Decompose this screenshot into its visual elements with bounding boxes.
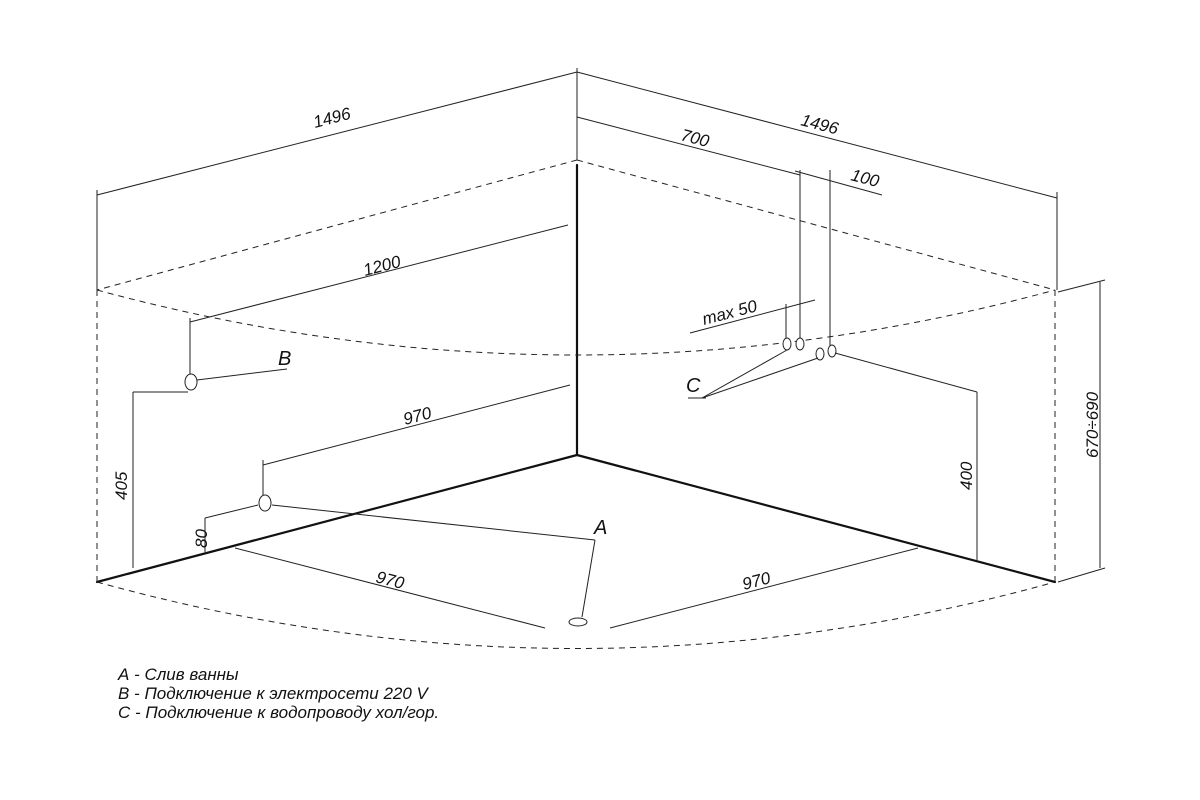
dim-label-1200: 1200 bbox=[361, 252, 403, 280]
electrical-outlet-icon bbox=[184, 373, 198, 391]
hot-water-inlet-icon bbox=[795, 337, 805, 351]
dim-label-405: 405 bbox=[112, 471, 131, 500]
dim-label-400: 400 bbox=[957, 461, 976, 490]
dim-405: 405 bbox=[112, 391, 188, 568]
wall-edges bbox=[95, 163, 1057, 584]
dim-label-970-mid: 970 bbox=[401, 403, 434, 429]
marker-a: A bbox=[271, 504, 607, 627]
dim-label-80: 80 bbox=[192, 529, 211, 548]
drain-icon bbox=[568, 617, 588, 627]
dim-label-max-50: max 50 bbox=[700, 296, 759, 328]
dim-970-floor-right: 970 bbox=[609, 547, 919, 629]
rim-right-back bbox=[576, 159, 1056, 291]
bathtub-outline bbox=[96, 159, 1056, 649]
dim-970-floor-left: 970 bbox=[234, 547, 546, 629]
dim-1200: 1200 bbox=[189, 224, 569, 378]
floor-front-arc bbox=[96, 581, 1056, 649]
floor-right-edge bbox=[575, 453, 1057, 584]
dim-label-970-floor-left: 970 bbox=[374, 567, 407, 593]
mixer-outlet-right-icon bbox=[827, 344, 837, 358]
marker-b-label: B bbox=[278, 348, 291, 370]
dim-970-mid: 970 bbox=[262, 384, 571, 495]
dim-1496-right: 1496 bbox=[576, 71, 1058, 290]
dim-label-970-floor-right: 970 bbox=[740, 568, 773, 594]
legend-item-a: А - Слив ванны bbox=[118, 665, 239, 684]
marker-b: B bbox=[184, 348, 291, 391]
dim-100: 100 bbox=[794, 165, 883, 350]
legend: А - Слив ванны В - Подключение к электро… bbox=[118, 665, 439, 722]
dim-670-690: 670÷690 bbox=[1057, 279, 1106, 583]
legend-item-b: В - Подключение к электросети 220 V bbox=[118, 684, 428, 703]
mixer-outlet-icon bbox=[815, 347, 825, 361]
dim-700: 700 bbox=[576, 116, 801, 340]
dim-label-1496-left: 1496 bbox=[311, 104, 353, 132]
dim-80: 80 bbox=[192, 494, 272, 552]
dim-400: 400 bbox=[834, 352, 978, 560]
marker-c: max 50 C bbox=[686, 296, 837, 399]
rim-front-arc bbox=[96, 289, 1056, 356]
marker-c-label: C bbox=[686, 375, 701, 397]
dim-1496-left: 1496 bbox=[96, 68, 578, 290]
marker-a-label: A bbox=[593, 517, 607, 539]
cold-water-inlet-icon bbox=[782, 337, 792, 351]
legend-item-c: С - Подключение к водопроводу хол/гор. bbox=[118, 703, 440, 722]
dim-label-1496-right: 1496 bbox=[799, 110, 841, 138]
dim-label-670-690: 670÷690 bbox=[1083, 391, 1102, 458]
dim-label-700: 700 bbox=[679, 125, 712, 151]
rim-left-back bbox=[96, 159, 578, 291]
overflow-fitting-icon bbox=[258, 494, 272, 512]
floor-left-edge bbox=[95, 453, 579, 584]
